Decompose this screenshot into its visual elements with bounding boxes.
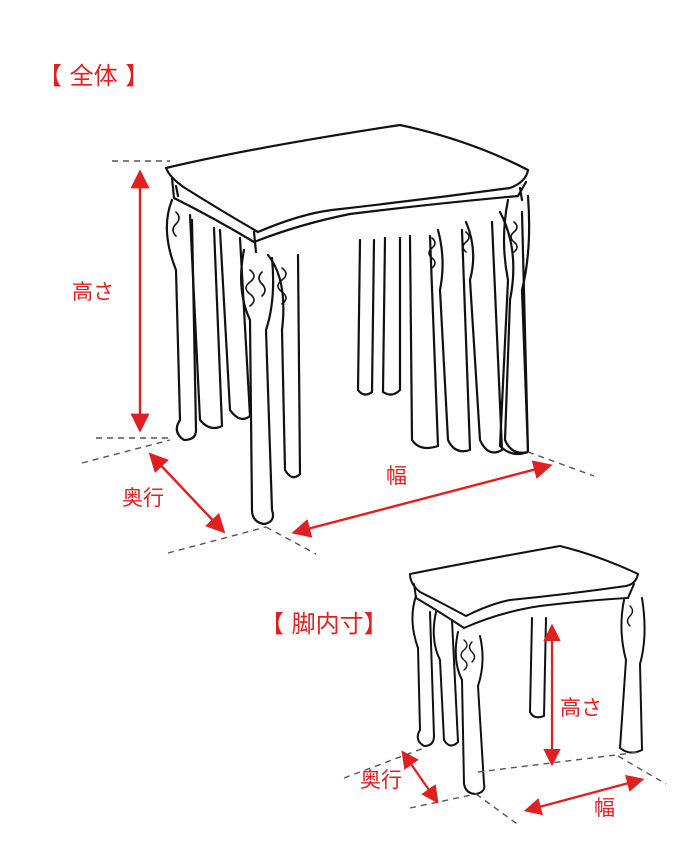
inner-depth-arrow	[401, 750, 439, 804]
inner-table-illustration	[409, 545, 646, 795]
inner-depth-guide-front	[409, 793, 477, 809]
inner-floor-guide	[477, 751, 641, 773]
overall-guides	[81, 160, 595, 555]
depth-guide-back	[81, 439, 171, 464]
inner-arrows	[401, 623, 645, 816]
overall-width-label: 幅	[386, 464, 407, 488]
inner-width-guide-right	[617, 755, 667, 785]
overall-section-title: 【 全体 】	[38, 62, 150, 90]
inner-width-arrow	[523, 774, 645, 816]
overall-depth-label: 奥行	[122, 486, 164, 510]
inner-depth-label: 奥行	[360, 768, 402, 792]
depth-arrow	[148, 452, 226, 534]
width-guide-right	[527, 451, 595, 477]
depth-guide-front	[167, 526, 267, 554]
inner-height-label: 高さ	[560, 696, 602, 720]
inner-section-title: 【 脚内寸】	[260, 610, 388, 638]
inner-width-guide-left	[475, 793, 521, 827]
overall-height-label: 高さ	[72, 280, 114, 304]
overall-table-illustration	[164, 123, 531, 526]
inner-width-label: 幅	[594, 796, 615, 820]
width-guide-left	[265, 526, 317, 555]
width-arrow	[291, 460, 553, 538]
overall-arrows	[130, 169, 553, 538]
